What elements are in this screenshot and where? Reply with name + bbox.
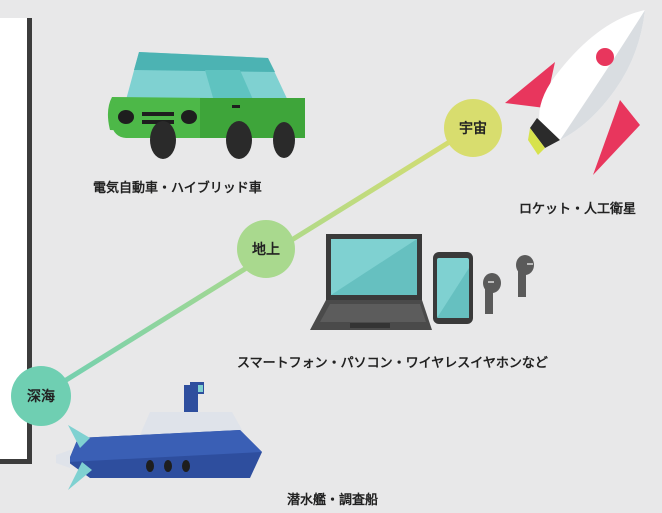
node-ground: 地上 xyxy=(237,220,295,278)
earbuds-icon xyxy=(483,255,534,314)
laptop-icon xyxy=(310,234,432,330)
label-submarine: 潜水艦・調査船 xyxy=(287,493,379,508)
rocket-icon xyxy=(505,10,645,175)
label-car: 電気自動車・ハイブリッド車 xyxy=(93,181,262,196)
label-rocket: ロケット・人工衛星 xyxy=(519,202,637,217)
node-space: 宇宙 xyxy=(444,99,502,157)
label-devices: スマートフォン・パソコン・ワイヤレスイヤホンなど xyxy=(237,356,548,371)
node-deep-sea: 深海 xyxy=(11,366,71,426)
smartphone-icon xyxy=(433,252,473,324)
car-icon xyxy=(107,52,305,159)
submarine-icon xyxy=(56,382,262,490)
